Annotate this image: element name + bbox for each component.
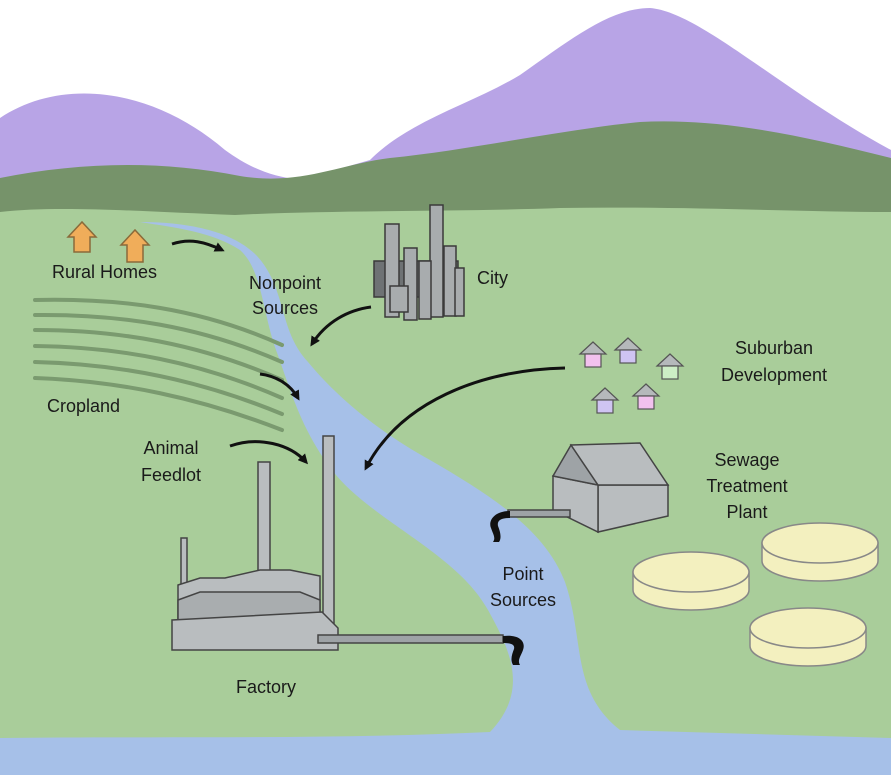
arrow-suburban: [364, 366, 566, 471]
label-nonpoint-line1: Nonpoint: [249, 273, 321, 293]
flow-arrows: [171, 239, 566, 471]
label-city: City: [477, 268, 508, 288]
treatment-tanks: [632, 522, 879, 667]
smokestack: [180, 537, 188, 589]
arrow-cropland: [259, 372, 300, 401]
smokestack: [322, 435, 335, 633]
sewage-treatment-building: [507, 442, 670, 534]
tank: [749, 607, 867, 667]
tank: [632, 551, 750, 611]
label-sewage-line3: Plant: [726, 502, 767, 522]
rural-house-icon: [119, 228, 151, 263]
suburban-house-icon: [655, 353, 685, 380]
label-point-line2: Sources: [490, 590, 556, 610]
smokestack: [257, 461, 271, 585]
tank: [761, 522, 879, 582]
river-bottom-band: [0, 739, 891, 775]
label-factory: Factory: [236, 677, 296, 697]
rural-house-icon: [66, 220, 98, 253]
label-suburban-line2: Development: [721, 365, 827, 385]
label-cropland: Cropland: [47, 396, 120, 416]
river: [0, 222, 891, 775]
label-feedlot-line1: Animal: [143, 438, 198, 458]
label-nonpoint-line2: Sources: [252, 298, 318, 318]
rural-homes: [66, 220, 151, 263]
factory-discharge-pipe: [317, 634, 504, 644]
sewage-outfall-icon: [490, 511, 510, 542]
suburban-house-icon: [590, 387, 620, 414]
label-feedlot-line2: Feedlot: [141, 465, 201, 485]
arrow-feedlot: [229, 440, 308, 465]
suburban-house-icon: [613, 337, 643, 364]
suburban-house-icon: [578, 341, 608, 368]
label-suburban-line1: Suburban: [735, 338, 813, 358]
label-rural-homes: Rural Homes: [52, 262, 157, 282]
arrow-rural-homes: [171, 239, 225, 252]
cropland-rows: [33, 297, 284, 432]
label-sewage-line1: Sewage: [714, 450, 779, 470]
label-point-line1: Point: [502, 564, 543, 584]
label-sewage-line2: Treatment: [706, 476, 787, 496]
suburban-house-icon: [631, 383, 661, 410]
factory: [171, 435, 504, 651]
factory-outfall-icon: [503, 635, 524, 665]
arrow-city: [310, 305, 372, 347]
city-buildings: [373, 204, 465, 321]
suburban-houses: [578, 337, 685, 414]
